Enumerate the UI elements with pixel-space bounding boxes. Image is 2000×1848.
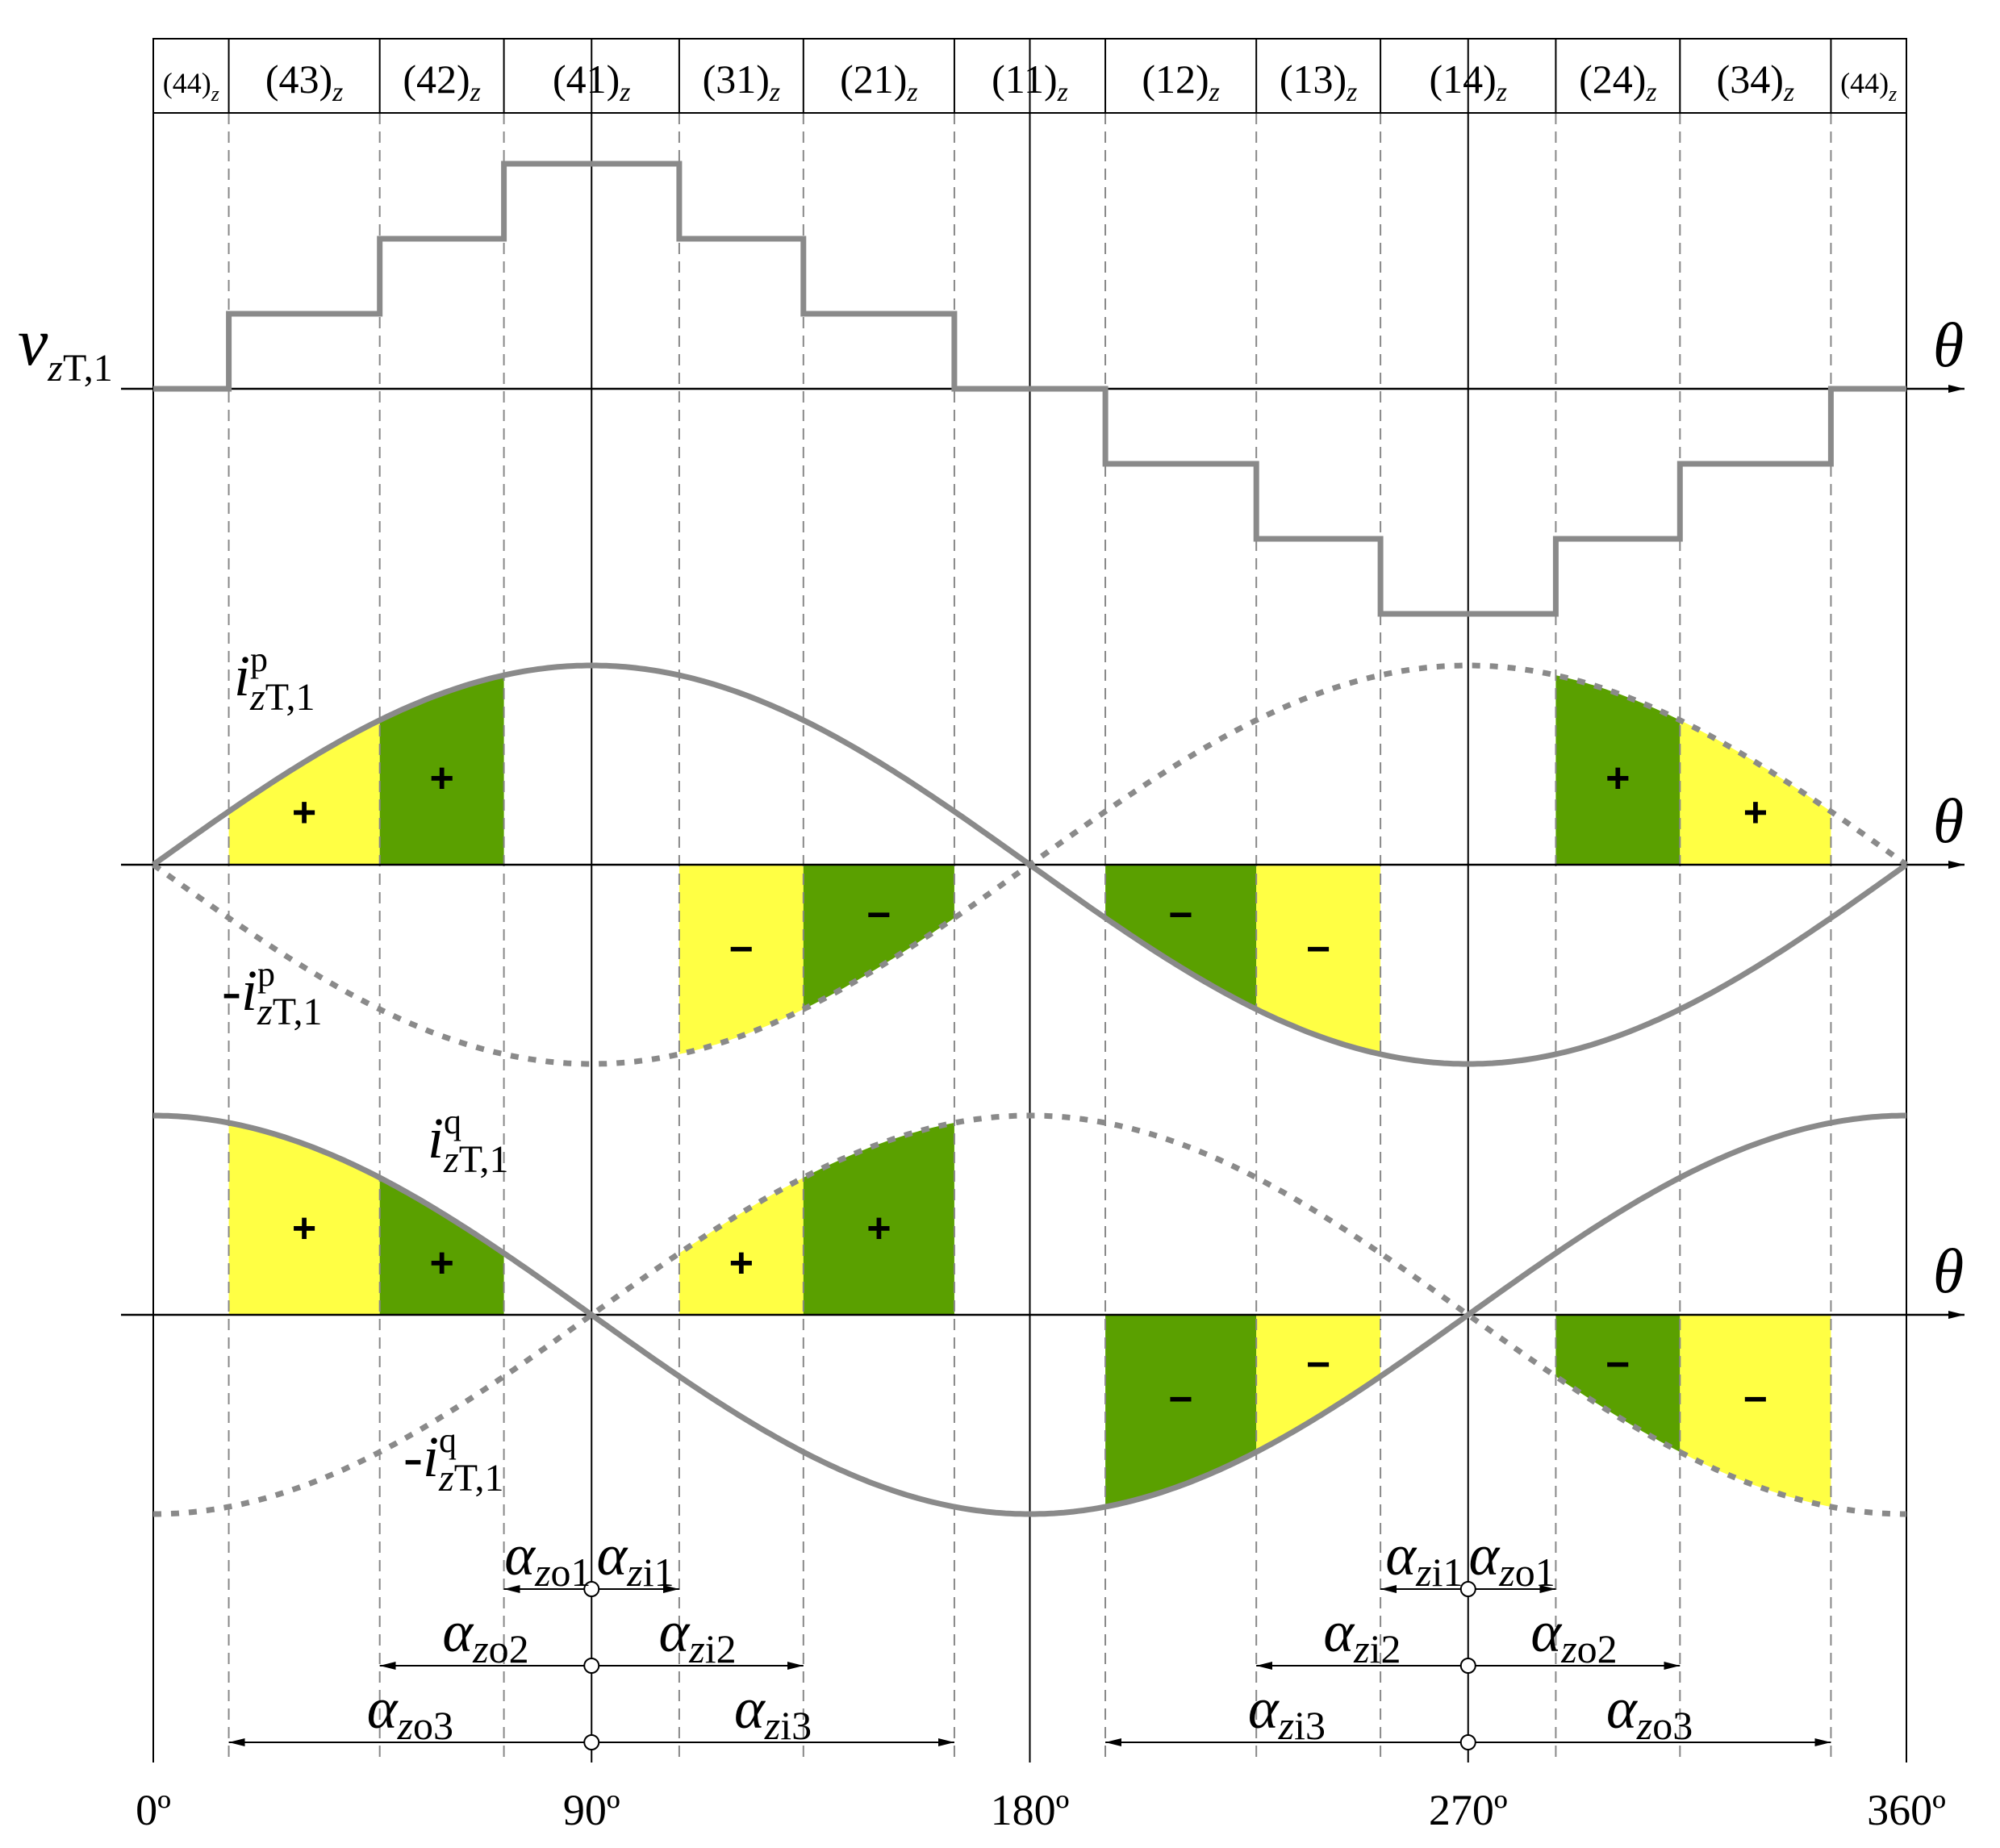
iq-region-4 <box>1105 1315 1257 1507</box>
x-tick-1: 90º <box>563 1786 620 1834</box>
state-label-10: (24)z <box>1579 56 1657 107</box>
angle-label-left-3: αzi1 <box>1385 1523 1463 1595</box>
iq-sign-0: + <box>292 1205 316 1252</box>
angle-label-right-3: αzo1 <box>1468 1523 1555 1595</box>
iq-axis-theta-label: θ <box>1933 1236 1964 1306</box>
iq-region-1 <box>379 1178 504 1315</box>
angle-label-left-2: αzo3 <box>367 1676 453 1748</box>
angle-center-dot-4 <box>1459 1658 1476 1674</box>
iq-region-7 <box>1680 1315 1831 1507</box>
iq-solid-curve <box>153 1112 1906 1517</box>
iq-region-5 <box>1256 1315 1381 1452</box>
angle-label-right-0: αzi1 <box>596 1523 674 1595</box>
state-label-7: (12)z <box>1142 56 1220 107</box>
angle-label-left-1: αzo2 <box>442 1600 528 1671</box>
x-tick-2: 180º <box>991 1786 1070 1834</box>
ip-sign-3: − <box>866 892 891 939</box>
ip-dashed-curve <box>151 662 1909 1067</box>
iq-region-2 <box>678 1178 804 1315</box>
iq-sign-6: − <box>1605 1341 1630 1388</box>
x-tick-3: 270º <box>1429 1786 1508 1834</box>
ip-region-4 <box>1105 865 1257 1010</box>
state-label-6: (11)z <box>992 56 1068 107</box>
state-label-0: (44)z <box>163 67 219 106</box>
state-label-8: (13)z <box>1280 56 1358 107</box>
ip-region-6 <box>1555 675 1681 865</box>
x-tick-0: 0º <box>136 1786 171 1834</box>
ip-sign-2: − <box>729 926 754 973</box>
waveform-curves <box>151 161 1909 1517</box>
state-label-3: (41)z <box>553 56 631 107</box>
ip-sign-5: − <box>1306 926 1330 973</box>
ip-axis-theta-label: θ <box>1933 786 1964 856</box>
voltage-label: vzT,1 <box>18 305 113 390</box>
ip-sign-4: − <box>1168 892 1192 939</box>
angle-label-left-5: αzi3 <box>1248 1676 1326 1748</box>
angle-label-right-2: αzi3 <box>734 1676 812 1748</box>
ip-sign-6: + <box>1605 755 1630 802</box>
iq-sign-2: + <box>729 1240 754 1287</box>
ip-sign-0: + <box>292 789 316 836</box>
angle-label-right-5: αzo3 <box>1606 1676 1693 1748</box>
angle-center-dot-3 <box>1459 1581 1476 1597</box>
state-label-4: (31)z <box>703 56 781 107</box>
angle-label-right-4: αzo2 <box>1530 1600 1617 1671</box>
angle-center-dot-0 <box>583 1581 600 1597</box>
boundary-grid <box>152 39 1907 1762</box>
iq-sign-5: − <box>1306 1341 1330 1388</box>
iq-region-0 <box>228 1123 380 1315</box>
angle-label-left-4: αzi2 <box>1323 1600 1401 1671</box>
state-label-11: (34)z <box>1717 56 1795 107</box>
state-label-2: (42)z <box>403 56 481 107</box>
ip-region-7 <box>1680 720 1831 865</box>
ip-region-5 <box>1256 865 1381 1054</box>
angle-center-dot-5 <box>1459 1734 1476 1750</box>
region-sign-markers: + + − − − − + + + + + + − − − − <box>292 755 1768 1423</box>
ip-region-2 <box>678 865 804 1054</box>
state-label-1: (43)z <box>265 56 344 107</box>
ip-sign-7: + <box>1743 789 1768 836</box>
angle-center-dot-1 <box>583 1658 600 1674</box>
angle-label-left-0: αzo1 <box>504 1523 591 1595</box>
state-label-9: (14)z <box>1429 56 1507 107</box>
voltage-staircase <box>153 161 1906 617</box>
ip-sign-1: + <box>429 755 453 802</box>
switching-state-strip: (44)z (43)z (42)z (41)z (31)z (21)z (11)z (12)z… <box>152 38 1907 114</box>
iq-sign-1: + <box>429 1240 453 1287</box>
angle-label-right-1: αzi2 <box>658 1600 736 1671</box>
iq-sign-3: + <box>866 1205 891 1252</box>
voltage-axis-theta-label: θ <box>1933 310 1964 380</box>
x-tick-4: 360º <box>1867 1786 1946 1834</box>
ip-region-3 <box>803 865 954 1010</box>
iq-dashed-curve <box>153 1112 1906 1517</box>
state-label-5: (21)z <box>840 56 918 107</box>
state-label-12: (44)z <box>1840 67 1897 106</box>
ip-region-1 <box>379 675 504 865</box>
shaded-power-regions <box>228 675 1831 1507</box>
iq-sign-7: − <box>1743 1376 1768 1423</box>
x-tick-labels: 0º 90º 180º 270º 360º <box>136 1786 1946 1834</box>
iq-region-6 <box>1555 1315 1681 1452</box>
iq-sign-4: − <box>1168 1376 1192 1423</box>
iq-region-3 <box>803 1123 954 1315</box>
state-strip-frame <box>152 38 1907 114</box>
ip-region-0 <box>228 720 380 865</box>
angle-center-dot-2 <box>583 1734 600 1750</box>
